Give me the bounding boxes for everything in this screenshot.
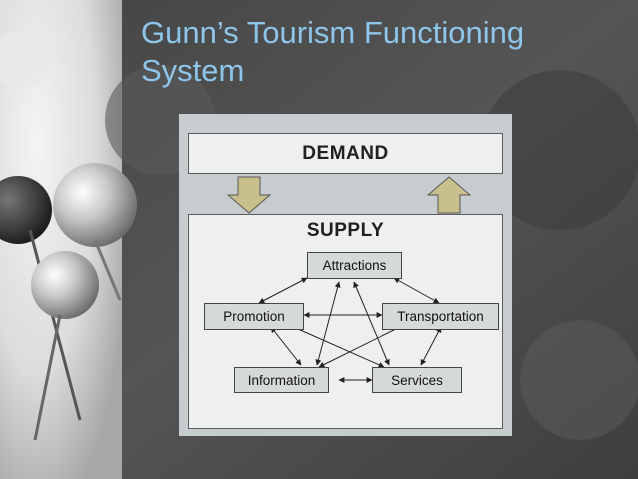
link-attractions-transportation	[393, 277, 440, 304]
tourism-system-diagram: DEMAND SUPPLY	[179, 114, 512, 436]
node-services: Services	[372, 367, 462, 393]
link-attractions-promotion	[258, 277, 308, 304]
link-transportation-information	[318, 324, 405, 368]
link-promotion-services	[288, 324, 385, 368]
node-promotion: Promotion	[204, 303, 304, 330]
demand-box: DEMAND	[188, 133, 503, 174]
demand-label: DEMAND	[302, 142, 389, 164]
link-attractions-information	[315, 281, 341, 366]
link-promotion-information	[270, 326, 302, 366]
node-attractions: Attractions	[307, 252, 402, 279]
supply-box: SUPPLY	[188, 214, 503, 429]
up-arrow-icon	[427, 176, 471, 214]
node-information: Information	[234, 367, 329, 393]
connection-arrows	[258, 277, 442, 383]
down-arrow-icon	[227, 176, 271, 214]
node-transportation: Transportation	[382, 303, 499, 330]
slide-title: Gunn’s Tourism Functioning System	[141, 15, 525, 88]
supply-label: SUPPLY	[306, 220, 385, 241]
link-transportation-services	[420, 326, 442, 366]
